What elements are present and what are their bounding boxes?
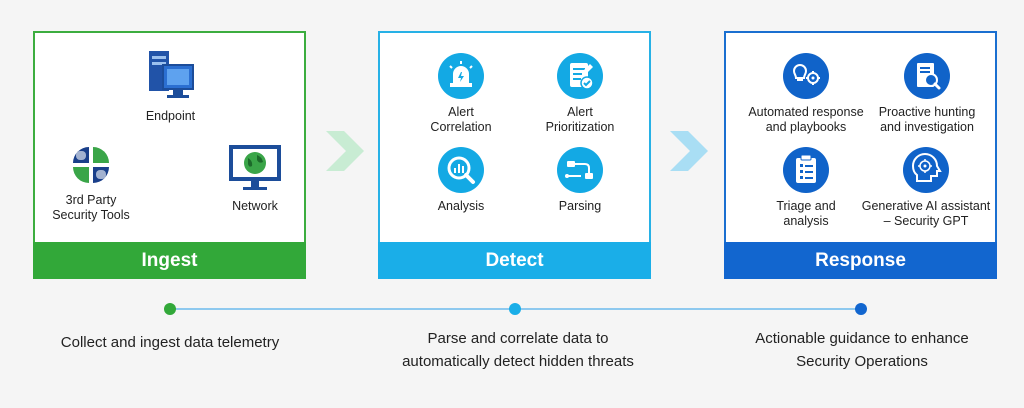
detect-title: Detect xyxy=(378,242,651,279)
ingest-panel: Endpoint 3rd Party Security Tools xyxy=(33,31,306,279)
clover-tools-icon xyxy=(69,143,113,187)
document-search-icon xyxy=(904,53,950,99)
ingest-caption: Collect and ingest data telemetry xyxy=(60,334,280,351)
detect-dot xyxy=(509,303,521,315)
response-dot xyxy=(855,303,867,315)
alert-prioritization-item: Alert Prioritization xyxy=(530,53,630,135)
alert-correlation-label: Alert Correlation xyxy=(430,105,492,134)
third-party-item: 3rd Party Security Tools xyxy=(47,143,135,223)
automated-response-item: Automated response and playbooks xyxy=(740,53,872,135)
response-caption: Actionable guidance to enhance Security … xyxy=(755,330,969,370)
triage-item: Triage and analysis xyxy=(756,147,856,229)
generative-ai-item: Generative AI assistant – Security GPT xyxy=(854,147,998,229)
magnifier-chart-icon xyxy=(438,147,484,193)
parsing-item: Parsing xyxy=(530,147,630,214)
response-panel: Automated response and playbooks Proacti… xyxy=(724,31,997,279)
generative-ai-label: Generative AI assistant – Security GPT xyxy=(861,199,991,228)
parsing-label: Parsing xyxy=(558,199,602,213)
clipboard-icon xyxy=(783,147,829,193)
network-label: Network xyxy=(232,199,278,213)
chevron-right-icon xyxy=(326,131,364,171)
network-item: Network xyxy=(219,143,291,214)
analysis-item: Analysis xyxy=(416,147,506,214)
proactive-hunting-item: Proactive hunting and investigation xyxy=(872,53,982,135)
endpoint-label: Endpoint xyxy=(145,109,196,123)
ingest-title: Ingest xyxy=(33,242,306,279)
ai-head-icon xyxy=(903,147,949,193)
pipeline-icon xyxy=(557,147,603,193)
detect-caption: Parse and correlate data to automaticall… xyxy=(402,330,634,370)
globe-monitor-icon xyxy=(227,143,283,193)
automated-response-label: Automated response and playbooks xyxy=(748,105,864,134)
third-party-label: 3rd Party Security Tools xyxy=(52,193,130,222)
detect-panel: Alert Correlation Alert Prioritization xyxy=(378,31,651,279)
response-title: Response xyxy=(724,242,997,279)
proactive-hunting-label: Proactive hunting and investigation xyxy=(878,105,976,134)
ingest-dot xyxy=(164,303,176,315)
analysis-label: Analysis xyxy=(437,199,485,213)
computer-tower-icon xyxy=(143,47,199,103)
siren-icon xyxy=(438,53,484,99)
triage-label: Triage and analysis xyxy=(776,199,836,228)
alert-correlation-item: Alert Correlation xyxy=(416,53,506,135)
alert-prioritization-label: Alert Prioritization xyxy=(545,105,615,134)
chevron-right-icon xyxy=(670,131,708,171)
endpoint-item: Endpoint xyxy=(133,47,208,124)
checklist-check-icon xyxy=(557,53,603,99)
bulb-gear-icon xyxy=(783,53,829,99)
